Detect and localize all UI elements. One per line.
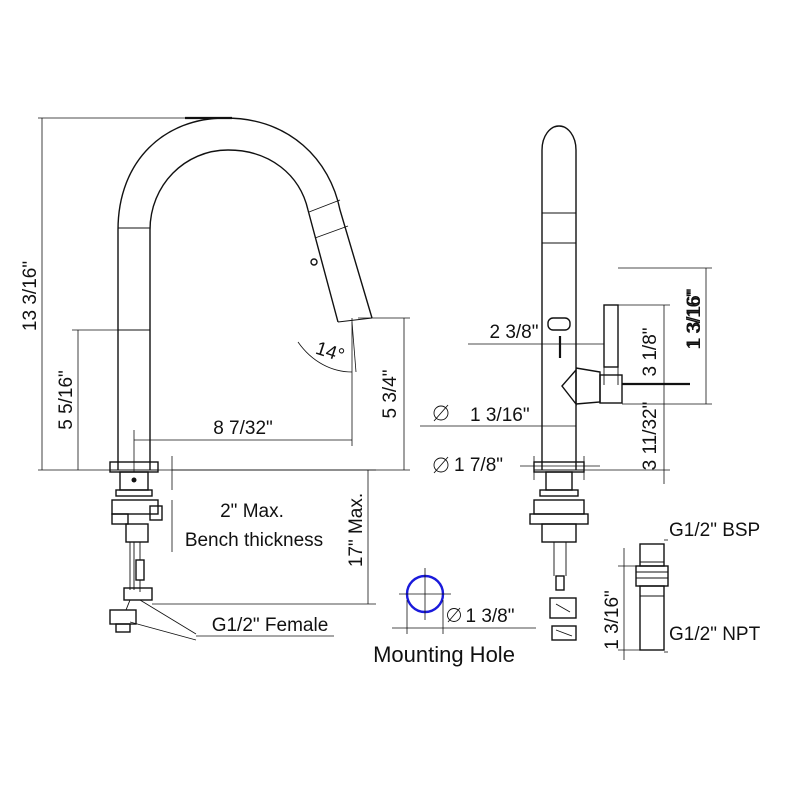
front-view-dimensions: [420, 267, 712, 484]
handle-height-b-label: 3 1/8": [640, 327, 661, 376]
handle-elevation-label: 3 11/32": [640, 402, 661, 471]
handle-offset-label: 2 3/8": [489, 322, 538, 343]
connection-label: G1/2" Female: [212, 615, 329, 636]
bench-note-max: 2" Max.: [220, 501, 284, 522]
side-view-dimensions: [38, 117, 410, 641]
adapter-length-label: 1 3/16": [602, 590, 623, 650]
mounting-hole-label: Mounting Hole: [373, 642, 515, 667]
diameter-symbol-mh: [447, 608, 461, 622]
spray-angle-label: 14°: [313, 338, 347, 367]
overall-height-label: 13 3/16": [20, 261, 41, 331]
adapter-top-thread: G1/2" BSP: [669, 520, 760, 541]
side-view-faucet: [109, 116, 373, 633]
mounting-hole-diagram: [392, 568, 536, 634]
adapter-bottom-thread: G1/2" NPT: [669, 624, 761, 645]
bench-note-thickness: Bench thickness: [185, 530, 323, 551]
reach-label: 8 7/32": [213, 418, 273, 439]
handle-diameter-label: 1 3/16": [684, 288, 705, 348]
handle-height-a-label: 1 3/16": [684, 290, 705, 350]
hose-length-label: 17" Max.: [346, 493, 367, 567]
front-view-faucet: [529, 125, 690, 641]
body-diameter-label: 1 3/16": [470, 405, 530, 426]
spout-height-label: 5 3/4": [380, 369, 401, 418]
lower-body-height-label: 5 5/16": [56, 370, 77, 430]
mounting-hole-diameter: 1 3/8": [465, 606, 514, 627]
adapter-fitting: [618, 539, 669, 660]
base-diameter-label: 1 7/8": [454, 455, 503, 476]
diameter-symbol-base: [433, 457, 449, 473]
diameter-symbol-body: [433, 405, 449, 421]
